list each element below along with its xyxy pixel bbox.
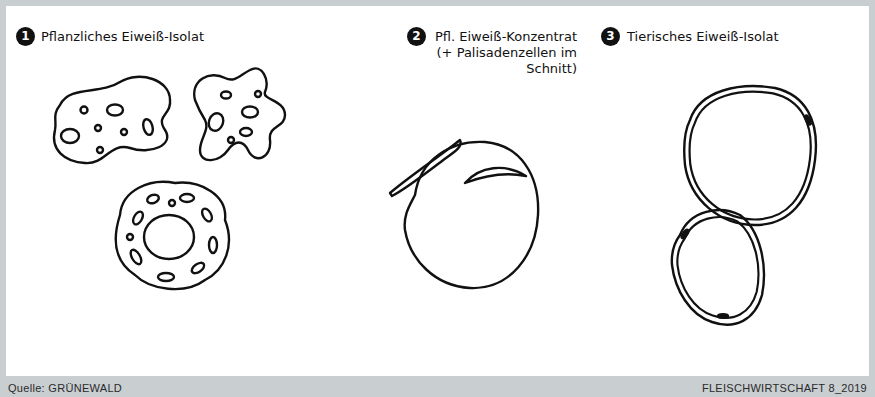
animal-isolate-particle [672, 210, 764, 325]
concentrate-cell [405, 142, 538, 288]
callout-number: 3 [601, 27, 620, 46]
publication-note: FLEISCHWIRTSCHAFT 8_2019 [560, 381, 867, 395]
plant-isolate-particle [54, 77, 170, 163]
source-note: Quelle: GRÜNEWALD [8, 381, 308, 395]
plant-isolate-particle [194, 68, 285, 160]
panel-heading: Pfl. Eiweiß-Konzentrat (+ Palisadenzelle… [427, 29, 577, 77]
palisade-cell-section [390, 140, 461, 196]
panel-heading: Pflanzliches Eiweiß-Isolat [41, 29, 241, 45]
callout-number: 2 [407, 27, 426, 46]
plant-isolate-particle [116, 182, 229, 289]
animal-isolate-particle [684, 86, 816, 225]
callout-number: 1 [16, 27, 35, 46]
panel-heading: Tierisches Eiweiß-Isolat [627, 29, 847, 45]
